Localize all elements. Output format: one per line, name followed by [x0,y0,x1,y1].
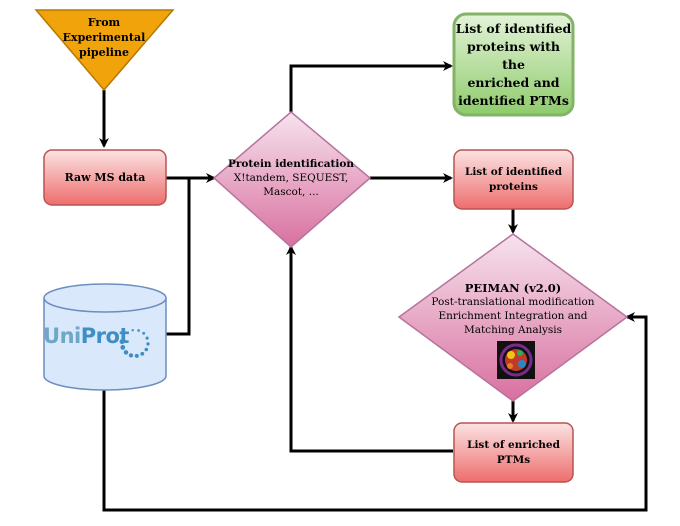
line-raw-uniprot-join [166,176,191,336]
uniprot-logo-prot: Prot [80,324,130,348]
arrow-protein-id-to-final [289,61,453,112]
final-output-line-4: identified PTMs [458,92,569,108]
protein-identification-line-1: X!tandem, SEQUEST, [233,172,349,184]
raw-ms-box [43,149,167,206]
uniprot-logo-dot [142,331,146,335]
protein-identification-title: Protein identification [227,158,355,170]
identified-proteins-label: List of identified proteins [454,150,573,209]
identified-proteins-line-2: proteins [489,180,538,193]
protein-identification-line-2: Mascot, ... [263,186,319,198]
source-line-2: Experimental [62,30,146,44]
uniprot-logo-dot [128,353,134,358]
identified-proteins-box [453,149,574,210]
uniprot-logo-dot [134,353,139,358]
raw-ms-text: Raw MS data [64,171,146,184]
identified-proteins-line-1: List of identified [464,165,563,178]
peiman-line-1: Post-translational modification [431,296,595,308]
peiman-line-2: Enrichment Integration and [438,310,588,322]
peiman-diamond [397,233,629,402]
final-output-line-1: List of identified [455,20,572,36]
uniprot-logo-dot [119,339,125,345]
uniprot-logo-dot [123,350,129,355]
protein-identification-diamond [212,111,372,249]
source-label: From Experimental pipeline [56,14,152,60]
final-output-line-2: proteins with the [467,38,560,72]
source-line-1: From [87,15,121,29]
final-output-box [452,12,575,117]
peiman-label: PEIMAN (v2.0) Post-translational modific… [426,279,600,339]
arrow-uniprot-to-peiman [102,312,648,512]
uniprot-logo-dot [131,329,134,332]
arrow-enriched-back-to-protein-id [286,245,453,453]
uniprot-logo-dot [145,336,149,340]
raw-ms-label: Raw MS data [44,150,166,205]
uniprot-logo-dot [146,342,150,346]
uniprot-logo-dots-icon [119,329,150,358]
uniprot-logo-dot [120,345,126,350]
uniprot-logo-dot [144,347,149,352]
enriched-ptms-label: List of enriched PTMs [454,423,573,482]
enriched-ptms-line-2: PTMs [496,453,531,466]
peiman-title: PEIMAN (v2.0) [464,281,562,295]
uniprot-logo-dot [137,329,140,332]
final-output-label: List of identified proteins with the enr… [454,14,573,115]
final-output-line-3: enriched and [467,74,560,90]
uniprot-database [43,283,167,391]
enriched-ptms-line-1: List of enriched [467,438,560,451]
source-triangle [34,9,175,92]
peiman-line-3: Matching Analysis [463,324,563,336]
peiman-logo-icon [497,341,535,379]
enriched-ptms-box [453,422,574,483]
connectors [99,61,648,512]
source-line-3: pipeline [79,45,129,59]
uniprot-logo-uni: Uni [43,324,81,348]
protein-identification-label: Protein identification X!tandem, SEQUEST… [226,154,356,202]
uniprot-logo-dot [140,351,145,356]
